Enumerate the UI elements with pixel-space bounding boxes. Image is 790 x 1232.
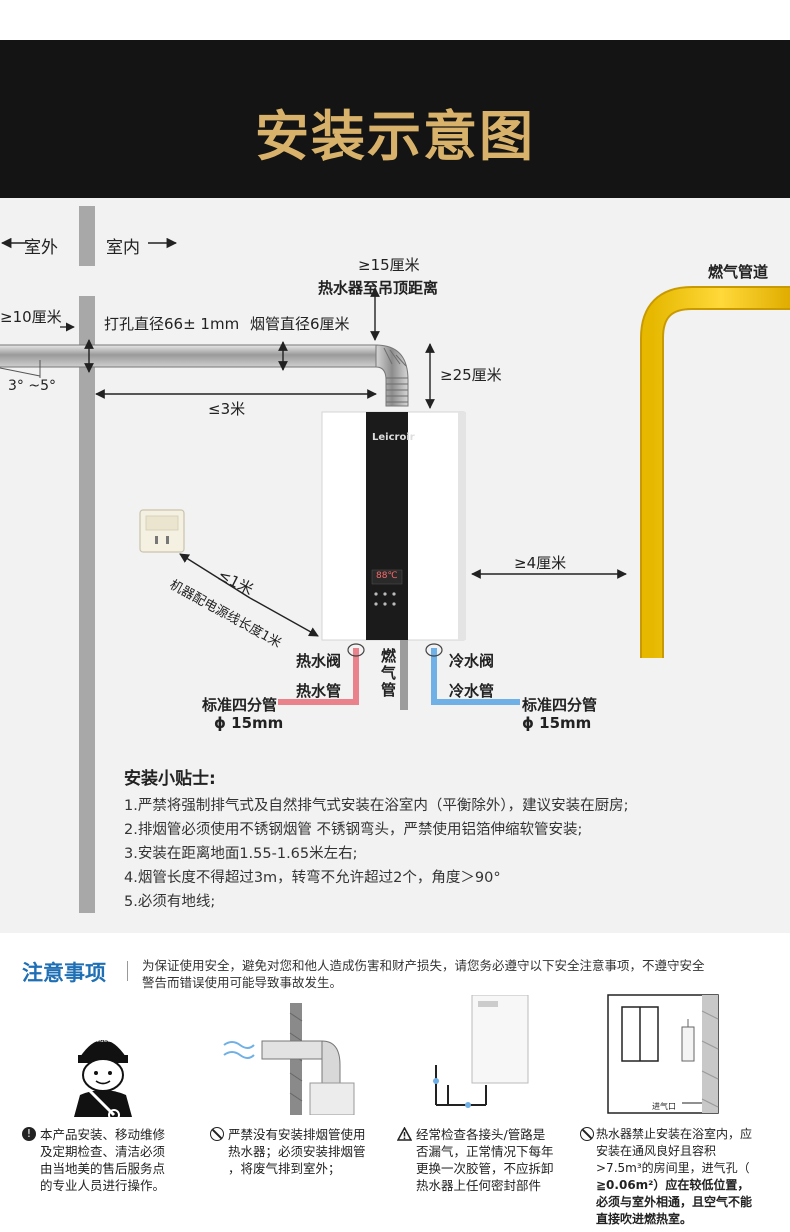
- indoor-label: 室内: [106, 238, 140, 258]
- prohibited-icon: [210, 1127, 224, 1141]
- top-clearance-desc: 热水器至吊顶距离: [318, 279, 439, 297]
- card-3-line-2: 否漏气，正常情况下每年: [416, 1144, 554, 1159]
- card-3-line-3: 更换一次胶管，不应拆卸: [416, 1161, 554, 1176]
- installation-diagram: 室外 室内 ≥15厘米 热水器至吊顶距离 燃气管道 ≥10厘米 打孔直径66± …: [0, 198, 790, 933]
- notice-title: 注意事项: [22, 961, 106, 985]
- notice-divider: [127, 961, 128, 981]
- card-1-line-3: 由当地美的售后服务点: [40, 1161, 166, 1176]
- midea-badge: Midea: [93, 1037, 112, 1044]
- technician-illustration: [74, 1040, 132, 1117]
- card-1-line-2: 及定期检查、清洁必须: [40, 1144, 166, 1159]
- flue-length-label: ≤3米: [208, 400, 246, 418]
- display-readout: 88℃: [376, 571, 398, 581]
- wall: [79, 296, 95, 913]
- flue-diameter-label: 烟管直径6厘米: [250, 315, 350, 333]
- card-4-line-1: 热水器禁止安装在浴室内，应: [596, 1127, 753, 1141]
- cold-valve-label: 冷水阀: [449, 652, 495, 670]
- card-4-line-3: >7.5m³的房间里，进气孔（: [596, 1161, 750, 1175]
- warning-icon: !: [22, 1127, 36, 1141]
- flue-elbow: [375, 344, 409, 407]
- hot-pipe-label: 热水管: [296, 682, 342, 700]
- tips-title: 安装小贴士:: [124, 769, 216, 789]
- card-3-line-4: 热水器上任何密封部件: [416, 1178, 542, 1193]
- tip-item-3: 3.安装在距离地面1.55-1.65米左右;: [124, 846, 358, 862]
- prohibited-icon: [580, 1127, 594, 1141]
- dia-right-label: ϕ 15mm: [522, 714, 592, 732]
- dia-left-label: ϕ 15mm: [214, 714, 284, 732]
- card-4-line-5: 必须与室外相通，且空气不能: [596, 1195, 753, 1209]
- page-title: 安装示意图: [255, 105, 535, 168]
- std-pipe-left-label: 标准四分管: [202, 696, 278, 714]
- card-4-line-4: ≧0.06m²）应在较低位置，: [596, 1178, 750, 1192]
- cold-pipe-label: 冷水管: [449, 682, 495, 700]
- heater-front-panel: [366, 412, 408, 640]
- diagram-drawing: [0, 206, 790, 913]
- card-2-line-1: 严禁没有安装排烟管使用: [228, 1127, 366, 1142]
- card-4-line-2: 安装在通风良好且容积: [596, 1144, 717, 1158]
- cold-water-pipe: [431, 648, 520, 705]
- ventilation-illustration: [607, 994, 719, 1114]
- heater-display: [371, 569, 403, 585]
- notice-intro-line-2: 警告而错误使用可能导致事故发生。: [142, 975, 343, 990]
- card-1-line-4: 的专业人员进行操作。: [40, 1178, 166, 1193]
- header-banner: [0, 40, 790, 198]
- gas-pipeline-label: 燃气管道: [708, 263, 769, 281]
- vent-label: 进气口: [652, 1102, 676, 1111]
- tip-item-2: 2.排烟管必须使用不锈钢烟管 不锈钢弯头，严禁使用铝箔伸缩软管安装;: [124, 822, 583, 838]
- card-2-line-3: ，将废气排到室外；: [228, 1161, 341, 1176]
- tip-item-4: 4.烟管长度不得超过3m，转弯不允许超过2个，角度＞90°: [124, 870, 501, 886]
- std-pipe-right-label: 标准四分管: [522, 696, 598, 714]
- wall-top: [79, 206, 95, 266]
- gas-pipeline: [640, 286, 790, 658]
- hole-diameter-label: 打孔直径66± 1mm: [104, 315, 240, 333]
- slope-label: 3° ~5°: [8, 378, 56, 394]
- card-3-line-1: 经常检查各接头/管路是: [416, 1127, 546, 1142]
- tip-item-1: 1.严禁将强制排气式及自然排气式安装在浴室内（平衡除外），建议安装在厨房;: [124, 798, 629, 814]
- top-clearance-value: ≥15厘米: [358, 256, 420, 274]
- gas-pipe-label: 燃气管: [381, 647, 397, 699]
- card-2-line-2: 热水器；必须安装排烟管: [228, 1144, 366, 1159]
- tip-item-5: 5.必须有地线;: [124, 894, 216, 910]
- leak-check-illustration: [433, 995, 529, 1108]
- side-clearance-label: ≥4厘米: [514, 554, 567, 572]
- card-1-line-1: 本产品安装、移动维修: [40, 1127, 166, 1142]
- outdoor-label: 室外: [24, 238, 58, 258]
- hot-valve-label: 热水阀: [296, 652, 342, 670]
- wall-margin-label: ≥10厘米: [0, 308, 62, 326]
- flue-clearance-label: ≥25厘米: [440, 366, 502, 384]
- hot-water-pipe: [278, 648, 359, 705]
- caution-icon: [397, 1127, 412, 1141]
- notice-section: 注意事项 为保证使用安全，避免对您和他人造成伤害和财产损失，请您务必遵守以下安全…: [0, 933, 790, 1232]
- flue-illustration: [223, 1003, 355, 1115]
- brand-logo: Leicroir: [372, 432, 415, 443]
- heater-gas-pipe: [400, 640, 408, 710]
- notice-intro-line-1: 为保证使用安全，避免对您和他人造成伤害和财产损失，请您务必遵守以下安全注意事项，…: [142, 958, 705, 973]
- card-4-line-6: 直接吹进燃热室。: [596, 1212, 693, 1226]
- flue-pipe: [0, 345, 378, 367]
